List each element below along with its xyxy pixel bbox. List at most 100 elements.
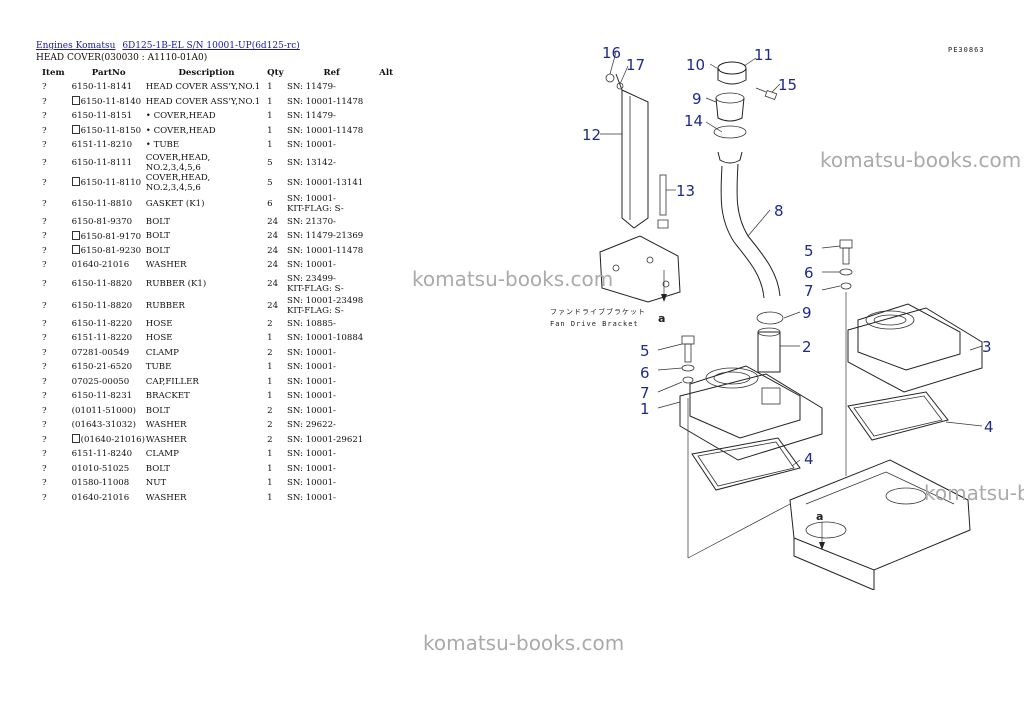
callout-6-rear[interactable]: 6 xyxy=(804,264,814,282)
cell-description: COVER,HEAD, NO.2,3,4,5,6 xyxy=(145,172,211,193)
ref-text: SN: 10001- xyxy=(286,449,336,460)
callout-6-front[interactable]: 6 xyxy=(640,364,650,382)
ref-text: SN: 10001- xyxy=(286,492,336,503)
partno-text: 01010-51025 xyxy=(71,463,130,474)
bolt-15-part xyxy=(755,87,778,101)
cell-qty: 1 xyxy=(267,478,273,489)
head-cover-front xyxy=(679,365,823,461)
cell-item: ? xyxy=(42,492,47,503)
cell-alt xyxy=(376,389,396,404)
cell-partno: 01640-21016 xyxy=(72,258,146,273)
cell-item: ? xyxy=(42,198,47,209)
partno-text: 6151-11-8210 xyxy=(71,140,133,151)
breadcrumb: Engines Komatsu 6D125-1B-EL S/N 10001-UP… xyxy=(36,40,396,52)
watermark-right: komatsu-books.com xyxy=(924,481,1024,505)
bolt-washer-rear xyxy=(839,239,853,290)
cell-description: RUBBER (K1) xyxy=(145,278,207,289)
cell-item: ? xyxy=(42,434,47,445)
callout-13[interactable]: 13 xyxy=(676,182,695,200)
callout-9-lower[interactable]: 9 xyxy=(802,304,812,322)
callout-11[interactable]: 11 xyxy=(754,46,773,64)
cell-item: ? xyxy=(42,245,47,256)
callout-4-rear[interactable]: 4 xyxy=(984,418,994,436)
cell-partno: 6150-11-8220 xyxy=(72,317,146,332)
header-description: Description xyxy=(178,68,235,78)
ref-text: SN: 10001-11478 xyxy=(286,245,364,256)
callout-2[interactable]: 2 xyxy=(802,338,812,356)
ref-text: SN: 10885- xyxy=(286,318,336,329)
bolt-washer-front xyxy=(681,335,695,384)
cell-description: HOSE xyxy=(145,318,173,329)
cell-description: GASKET (K1) xyxy=(145,198,205,209)
callout-10[interactable]: 10 xyxy=(686,56,705,74)
diagram-callouts: 16 17 10 11 15 9 14 12 13 8 5 6 7 9 2 3 … xyxy=(582,44,994,468)
cell-qty: 24 xyxy=(267,278,279,289)
header-alt: Alt xyxy=(379,68,394,78)
bracket-part xyxy=(599,73,681,303)
cell-item: ? xyxy=(42,420,47,431)
callout-7-front[interactable]: 7 xyxy=(640,384,650,402)
cell-partno: 07281-00549 xyxy=(72,346,146,361)
callout-14[interactable]: 14 xyxy=(684,112,703,130)
callout-9-upper[interactable]: 9 xyxy=(692,90,702,108)
callout-16[interactable]: 16 xyxy=(602,44,621,62)
callout-17[interactable]: 17 xyxy=(626,56,645,74)
cell-description: COVER,HEAD, NO.2,3,4,5,6 xyxy=(145,152,211,173)
cell-partno: 6150-11-8111 xyxy=(72,153,146,173)
callout-7-rear[interactable]: 7 xyxy=(804,282,814,300)
cell-ref: SN: 10001- xyxy=(287,138,376,153)
partno-text: 6150-11-8810 xyxy=(71,198,133,209)
callout-15[interactable]: 15 xyxy=(778,76,797,94)
callout-4-front[interactable]: 4 xyxy=(804,450,814,468)
cell-qty: 1 xyxy=(267,82,273,93)
breadcrumb-link-engines[interactable]: Engines Komatsu xyxy=(36,41,116,51)
cell-description: BRACKET xyxy=(145,391,190,402)
cell-item: ? xyxy=(42,391,47,402)
cell-ref: SN: 10001-11478 xyxy=(287,124,376,139)
cell-ref: SN: 10001- xyxy=(287,447,376,462)
breadcrumb-link-model[interactable]: 6D125-1B-EL S/N 10001-UP(6d125-rc) xyxy=(122,41,300,51)
callout-5-rear[interactable]: 5 xyxy=(804,242,814,260)
ref-text: SN: 10001- xyxy=(286,193,336,204)
ref-text: SN: 10001-10884 xyxy=(286,333,364,344)
callout-12[interactable]: 12 xyxy=(582,126,601,144)
callout-5-front[interactable]: 5 xyxy=(640,342,650,360)
callout-1[interactable]: 1 xyxy=(640,400,650,418)
checkbox-icon xyxy=(71,96,80,106)
callout-8[interactable]: 8 xyxy=(774,202,784,220)
cell-qty: 1 xyxy=(267,449,273,460)
ref-text: SN: 10001-11478 xyxy=(286,125,364,136)
callout-3[interactable]: 3 xyxy=(982,338,992,356)
cell-description: BOLT xyxy=(145,216,171,227)
partno-text: 6151-11-8220 xyxy=(71,333,133,344)
header-ref: Ref xyxy=(323,68,340,78)
partno-text: 6150-81-9170 xyxy=(80,231,142,242)
